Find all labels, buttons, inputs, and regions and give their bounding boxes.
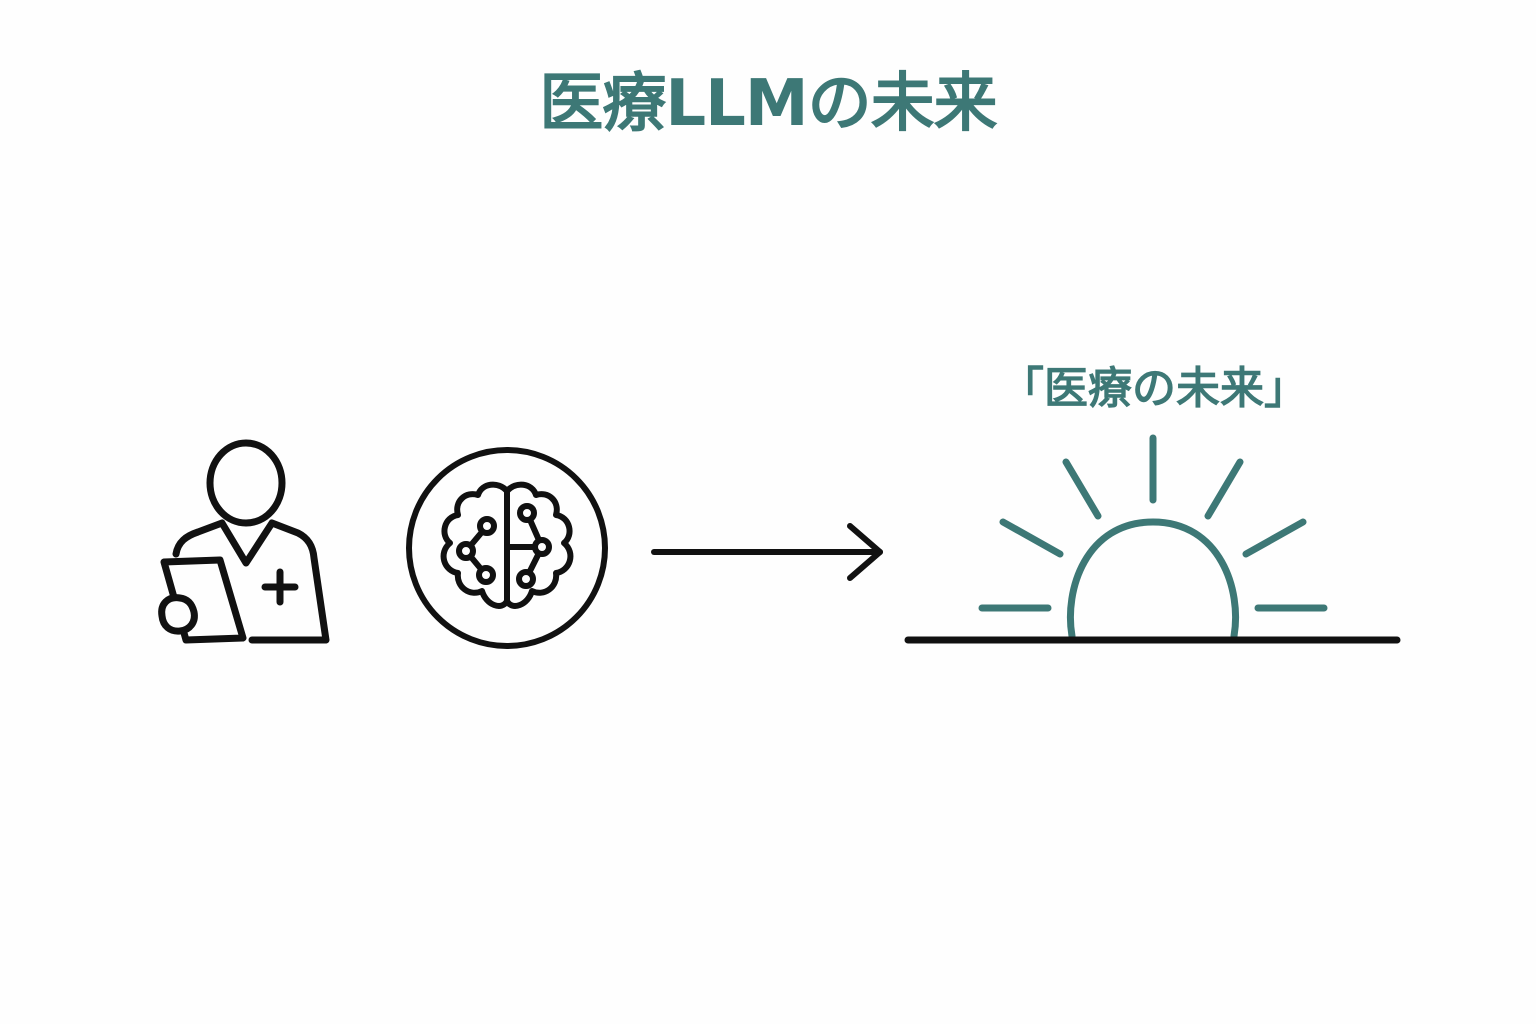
ai-brain-network-icon	[406, 447, 608, 649]
sunrise-icon	[904, 434, 1401, 644]
future-label: 「医療の未来」	[1000, 363, 1308, 414]
page-title: 医療LLMの未来	[539, 67, 997, 141]
right-arrow-icon	[651, 523, 883, 581]
doctor-with-tablet-icon	[158, 439, 330, 644]
